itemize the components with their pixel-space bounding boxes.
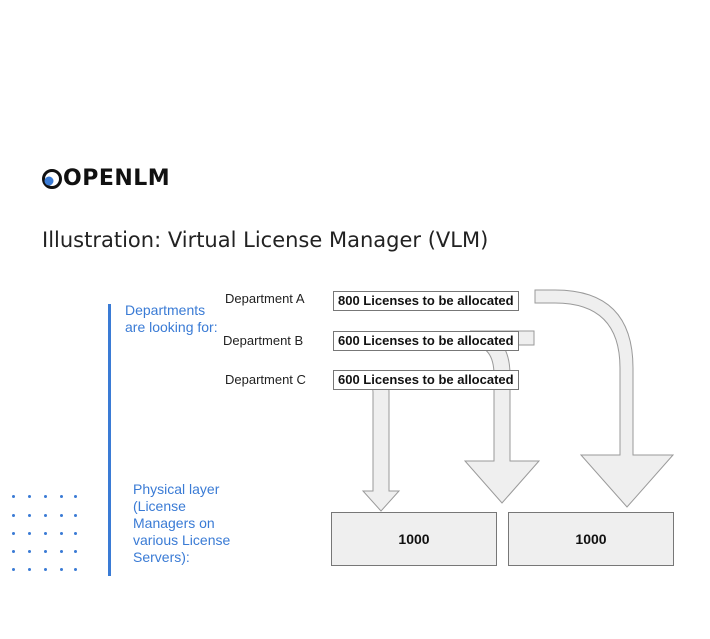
departments-label: Departments are looking for: <box>125 302 218 335</box>
department-b-request: 600 Licenses to be allocated <box>333 331 519 351</box>
arrow-department-a <box>534 289 675 508</box>
divider-line <box>108 304 111 576</box>
department-c-label: Department C <box>225 372 306 387</box>
department-a-label: Department A <box>225 291 305 306</box>
server-1-capacity: 1000 <box>398 531 430 547</box>
server-2-capacity: 1000 <box>575 531 607 547</box>
logo-mark-icon <box>42 168 62 189</box>
openlm-logo: OPENLM <box>42 166 170 191</box>
department-b-label: Department B <box>223 333 304 348</box>
physical-layer-label: Physical layer (License Managers on vari… <box>133 481 231 565</box>
logo-text: OPENLM <box>63 166 171 191</box>
department-a-request: 800 Licenses to be allocated <box>333 291 519 311</box>
license-server-1: 1000 <box>331 512 497 566</box>
arrow-department-c <box>361 370 401 512</box>
page-title: Illustration: Virtual License Manager (V… <box>42 228 489 252</box>
dot-grid-decoration <box>12 487 82 575</box>
arrow-department-b <box>463 330 541 504</box>
department-c-request: 600 Licenses to be allocated <box>333 370 519 390</box>
license-server-2: 1000 <box>508 512 674 566</box>
